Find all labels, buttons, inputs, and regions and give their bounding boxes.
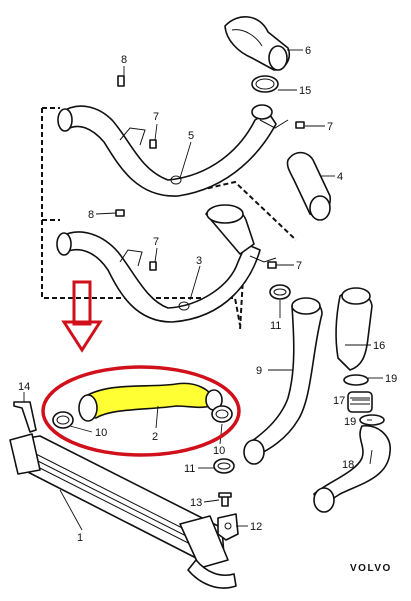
callout-10b: 10	[213, 445, 225, 457]
callout-19a: 19	[385, 373, 397, 385]
part-12-bracket	[217, 513, 239, 541]
part-1-intercooler	[9, 433, 237, 589]
callout-7d: 7	[296, 260, 302, 272]
part-5-pipe	[57, 104, 289, 197]
callout-5: 5	[188, 130, 194, 142]
callout-7b: 7	[327, 121, 333, 133]
callout-2: 2	[152, 431, 158, 443]
callouts: 8 7 7 8 7 7 6 15 5 4 3 11 16 9 19 17 19 …	[18, 45, 397, 544]
callout-6: 6	[305, 45, 311, 57]
part-18-hose	[313, 425, 391, 513]
callout-16: 16	[373, 340, 385, 352]
bolts	[115, 75, 305, 271]
part-15-clamp	[251, 75, 279, 93]
callout-19b: 19	[344, 416, 356, 428]
part-9-hose	[243, 297, 323, 465]
callout-15: 15	[299, 85, 311, 97]
callout-3: 3	[196, 255, 202, 267]
callout-4: 4	[337, 171, 343, 183]
part-2-highlight	[82, 382, 215, 419]
callout-13: 13	[190, 497, 202, 509]
callout-12: 12	[250, 521, 262, 533]
highlight-arrow-icon	[61, 280, 103, 353]
part-19-rings	[343, 374, 385, 426]
assembly-frames	[41, 107, 297, 331]
part-14-strip	[13, 401, 37, 433]
part-11-clamps	[213, 284, 291, 474]
callout-17: 17	[333, 395, 345, 407]
part-4-hose	[286, 151, 331, 221]
brand-logo: VOLVO	[350, 563, 392, 574]
callout-8b: 8	[88, 209, 94, 221]
leader-lines	[23, 49, 383, 531]
part-17-connector	[347, 391, 373, 413]
part-2-hose	[78, 382, 223, 422]
callout-14: 14	[18, 381, 30, 393]
part-10-clamps	[52, 405, 233, 429]
callout-11a: 11	[270, 320, 281, 332]
part-13-bolt	[218, 492, 232, 507]
callout-18: 18	[342, 459, 354, 471]
callout-9: 9	[256, 365, 262, 377]
callout-10a: 10	[95, 427, 107, 439]
callout-1: 1	[77, 532, 83, 544]
part-6-hose	[224, 16, 290, 71]
callout-7c: 7	[153, 236, 159, 248]
part-3-pipe	[56, 204, 277, 323]
callout-8a: 8	[121, 54, 127, 66]
highlight-circle	[41, 365, 241, 457]
callout-7a: 7	[153, 111, 159, 123]
callout-11b: 11	[184, 463, 195, 475]
part-16-hose	[335, 287, 373, 371]
